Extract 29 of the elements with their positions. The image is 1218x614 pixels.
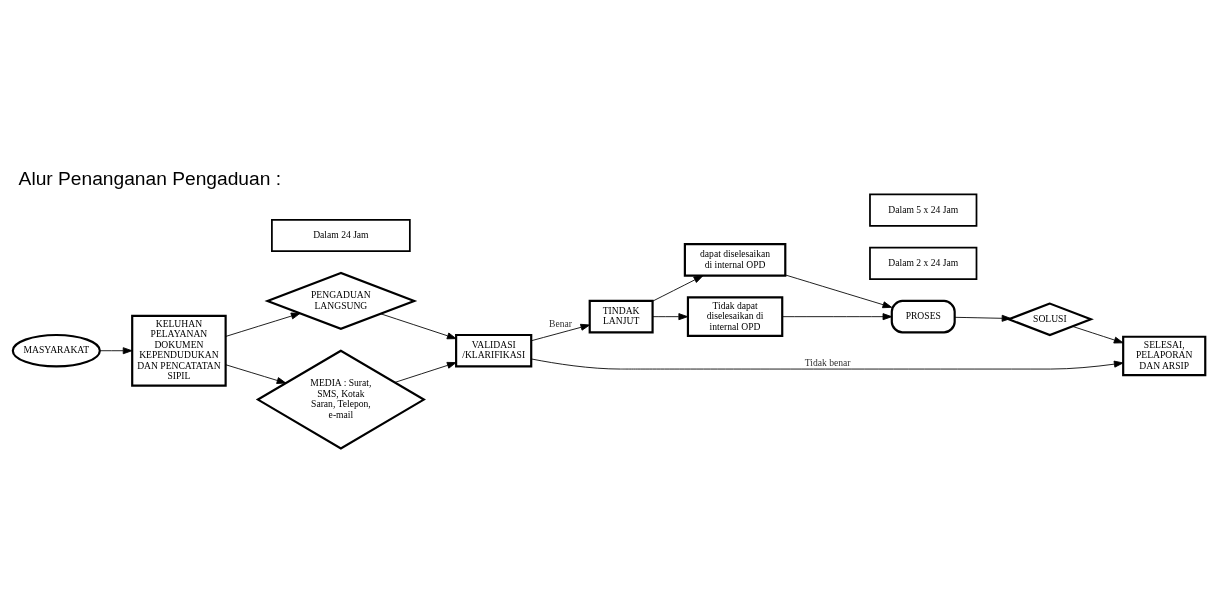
node-box: PROSES [890,299,956,333]
node-box: KELUHAN PELAYANAN DOKUMEN KEPENDUDUKAN DAN PENCATATAN SIPIL [131,314,227,387]
node-box: Dalam 24 Jam [271,218,411,252]
node-box: SELESAI, PELAPORAN DAN ARSIP [1122,335,1207,376]
arrow [394,361,457,383]
node-diamond: PENGADUAN LANGSUNG [264,271,418,330]
arrow [99,346,133,354]
node-box: VALIDASI /KLARIFIKASI [455,333,533,368]
arrow [380,312,457,339]
node-box: Tidak dapat diselesaikan di internal OPD [686,295,784,337]
arrow [531,358,1124,369]
arrow [785,274,893,308]
node-box: TINDAK LANJUT [588,299,654,333]
arrow [530,323,591,341]
arrow [781,312,893,320]
node-diamond: MEDIA : Surat, SMS, Kotak Saran, Telepon, e-mail [255,348,426,450]
node-box: Dalam 5 x 24 Jam [869,193,978,227]
arrow [652,312,689,320]
arrow [225,312,301,337]
arrow [225,363,287,384]
node-ellipse: MASYARAKAT [11,333,101,368]
edge-label: Tidak benar [804,356,851,368]
node-box: dapat diselesaikan di internal OPD [683,242,787,277]
arrow [1072,325,1124,343]
arrow [954,314,1012,322]
node-box: Dalam 2 x 24 Jam [869,246,978,280]
edge-label: Benar [549,317,572,329]
diagram-title: Alur Penanganan Pengaduan : [18,167,282,189]
arrow [652,274,704,302]
